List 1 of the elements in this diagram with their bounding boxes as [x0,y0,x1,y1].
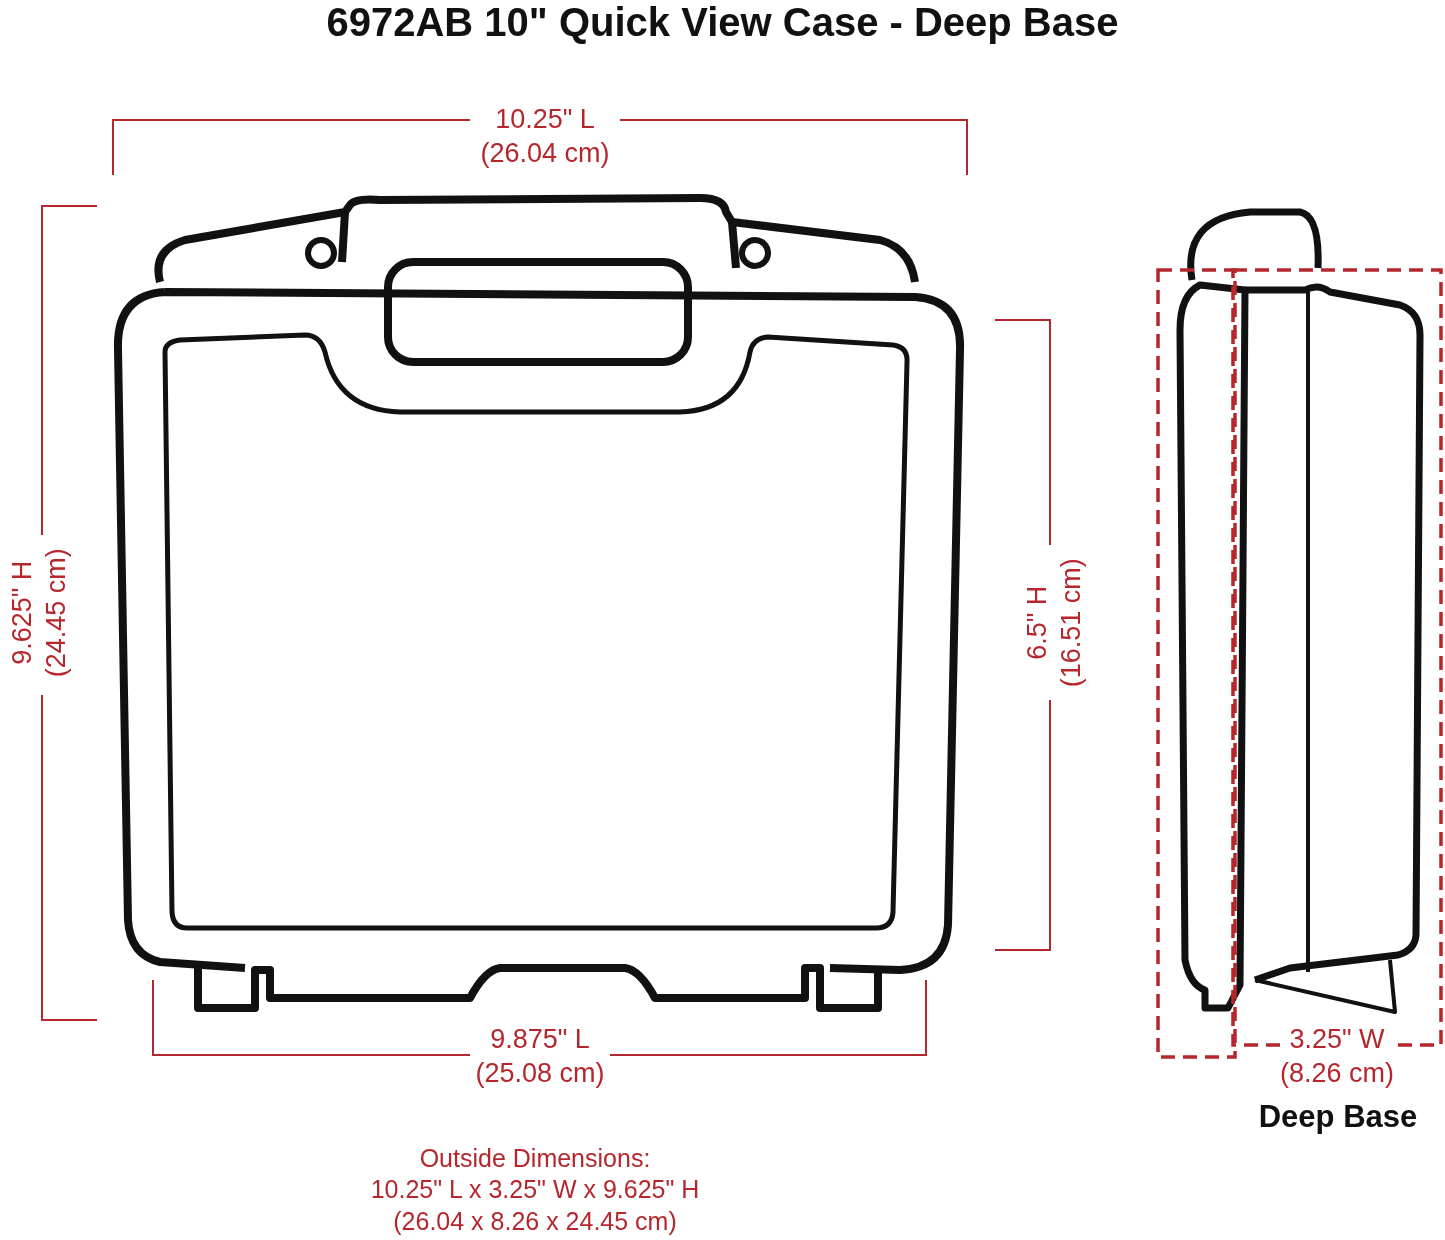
title: 6972AB 10" Quick View Case - Deep Base [325,0,1120,45]
